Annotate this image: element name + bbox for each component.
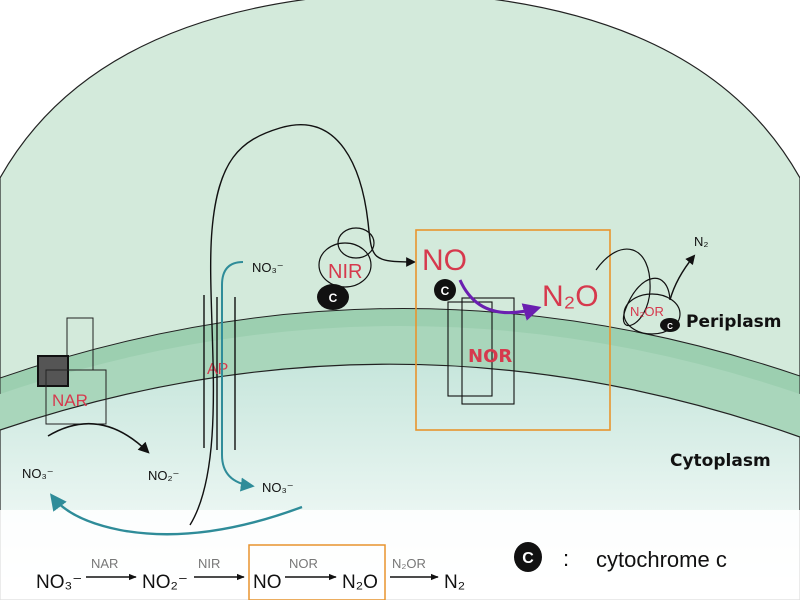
n2or-cytochrome-c-symbol: C <box>667 322 673 331</box>
nitrate-recycle-arrow <box>49 493 303 536</box>
no-label: NO <box>422 244 467 277</box>
pathway-species-5: N₂ <box>444 572 465 593</box>
legend-cytochrome-c-icon <box>514 542 542 572</box>
nor-cytochrome-c-symbol: C <box>441 284 450 298</box>
nor-reaction-arrow <box>458 279 542 321</box>
no3-cytoplasm-right-label: NO₃⁻ <box>262 480 294 495</box>
nar-reaction-arrow <box>47 422 150 454</box>
legend-text: cytochrome c <box>596 547 727 572</box>
nor-cytochrome-c <box>434 279 456 301</box>
no3-periplasm-label: NO₃⁻ <box>252 260 284 275</box>
legend-separator: : <box>563 546 569 571</box>
nar-subunit-box <box>45 369 107 425</box>
pathway-species-1: NO₃⁻ <box>36 572 82 593</box>
nir-cytochrome-c-symbol: C <box>329 291 338 305</box>
nor-subunit-back <box>447 301 493 397</box>
nir-lobe-2 <box>337 227 375 259</box>
pathway-enzyme-2: NIR <box>198 556 220 571</box>
n2or-lobe <box>623 293 681 335</box>
ap-transport-arrow <box>221 261 255 492</box>
periplasm-label: Periplasm <box>686 312 782 332</box>
nir-label: NIR <box>328 261 362 283</box>
nor-highlight-box <box>415 229 611 431</box>
pathway-species-2: NO₂⁻ <box>142 572 188 593</box>
nor-subunit-front <box>461 297 515 405</box>
nor-label: NOR <box>468 346 512 367</box>
n2o-label: N₂O <box>542 280 599 313</box>
pathway-enzyme-3: NOR <box>289 556 318 571</box>
nir-cytochrome-c <box>317 284 349 310</box>
pathway-species-4: N₂O <box>342 572 378 593</box>
pathway-enzyme-1: NAR <box>91 556 118 571</box>
n2or-label: N₂OR <box>630 304 664 319</box>
n2or-reaction-arrow <box>669 254 696 301</box>
n2-label: N₂ <box>694 234 708 249</box>
pathway-summary: NO₃⁻ NAR NO₂⁻ NIR NO NOR N₂O N₂OR N₂ <box>36 544 465 601</box>
legend-symbol: C <box>522 550 534 567</box>
nir-lobe-1 <box>318 242 372 288</box>
cytoplasm-label: Cytoplasm <box>670 451 771 471</box>
pathway-enzyme-4: N₂OR <box>392 556 426 571</box>
ap-label: AP <box>207 361 228 378</box>
n2or-cytochrome-c <box>660 318 680 332</box>
nar-label: NAR <box>52 391 88 410</box>
no3-cytoplasm-left-label: NO₃⁻ <box>22 466 54 481</box>
nar-subunit-dark <box>37 355 69 387</box>
n2or-loop-path <box>595 248 671 327</box>
no2-cytoplasm-label: NO₂⁻ <box>148 468 179 483</box>
legend: C : cytochrome c <box>514 542 727 572</box>
pathway-background <box>0 510 800 600</box>
pathway-species-3: NO <box>253 572 282 593</box>
nitrite-export-arrow <box>189 124 416 526</box>
